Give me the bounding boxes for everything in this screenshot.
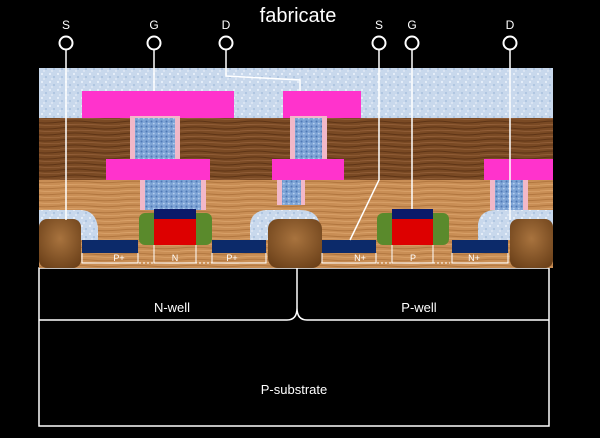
via-upper-mid [295,118,322,160]
label-n-plus-2: N+ [468,253,480,263]
terminal-label-right-s: S [375,18,383,32]
terminal-label-right-d: D [506,18,515,32]
label-n-body: N [172,253,179,263]
label-p-body: P [410,253,416,263]
diffusion-n-plus-1 [322,240,376,253]
terminal-wires [65,50,511,241]
terminal-left-s [58,35,74,51]
diffusion-p-plus-2 [212,240,266,253]
contact-left [145,180,201,210]
well-outlines [38,267,550,427]
substrate-outline [38,267,550,427]
terminal-label-left-d: D [222,18,231,32]
sti-right [510,219,553,268]
metal2-right [283,91,361,118]
metal1-mid [272,159,344,180]
terminal-right-s [371,35,387,51]
label-p-well: P-well [401,300,437,315]
diagram-title: fabricate [260,5,337,27]
implant-outlines [81,245,509,264]
terminal-label-left-g: G [149,18,158,32]
diffusion-p-plus-1 [82,240,138,253]
contact-mid [282,180,301,205]
label-p-plus-1: P+ [113,253,124,263]
terminal-label-right-g: G [407,18,416,32]
diffusion-n-plus-2 [452,240,508,253]
terminal-right-g [404,35,420,51]
terminal-nodes [58,35,518,51]
terminal-right-d [502,35,518,51]
label-n-plus-1: N+ [354,253,366,263]
label-n-well: N-well [154,300,190,315]
sti-mid [268,219,322,268]
via-upper-left [135,118,175,160]
gate-left [139,209,212,245]
metal2-left [82,91,234,118]
sti-left [39,219,81,268]
well-boundary [39,268,549,321]
terminal-left-g [146,35,162,51]
label-p-substrate: P-substrate [261,382,327,397]
metal1-left [106,159,210,180]
terminal-left-d [218,35,234,51]
contact-right [495,180,523,210]
terminal-label-left-s: S [62,18,70,32]
metal1-right [484,159,553,180]
label-p-plus-2: P+ [226,253,237,263]
gate-right [377,209,449,245]
